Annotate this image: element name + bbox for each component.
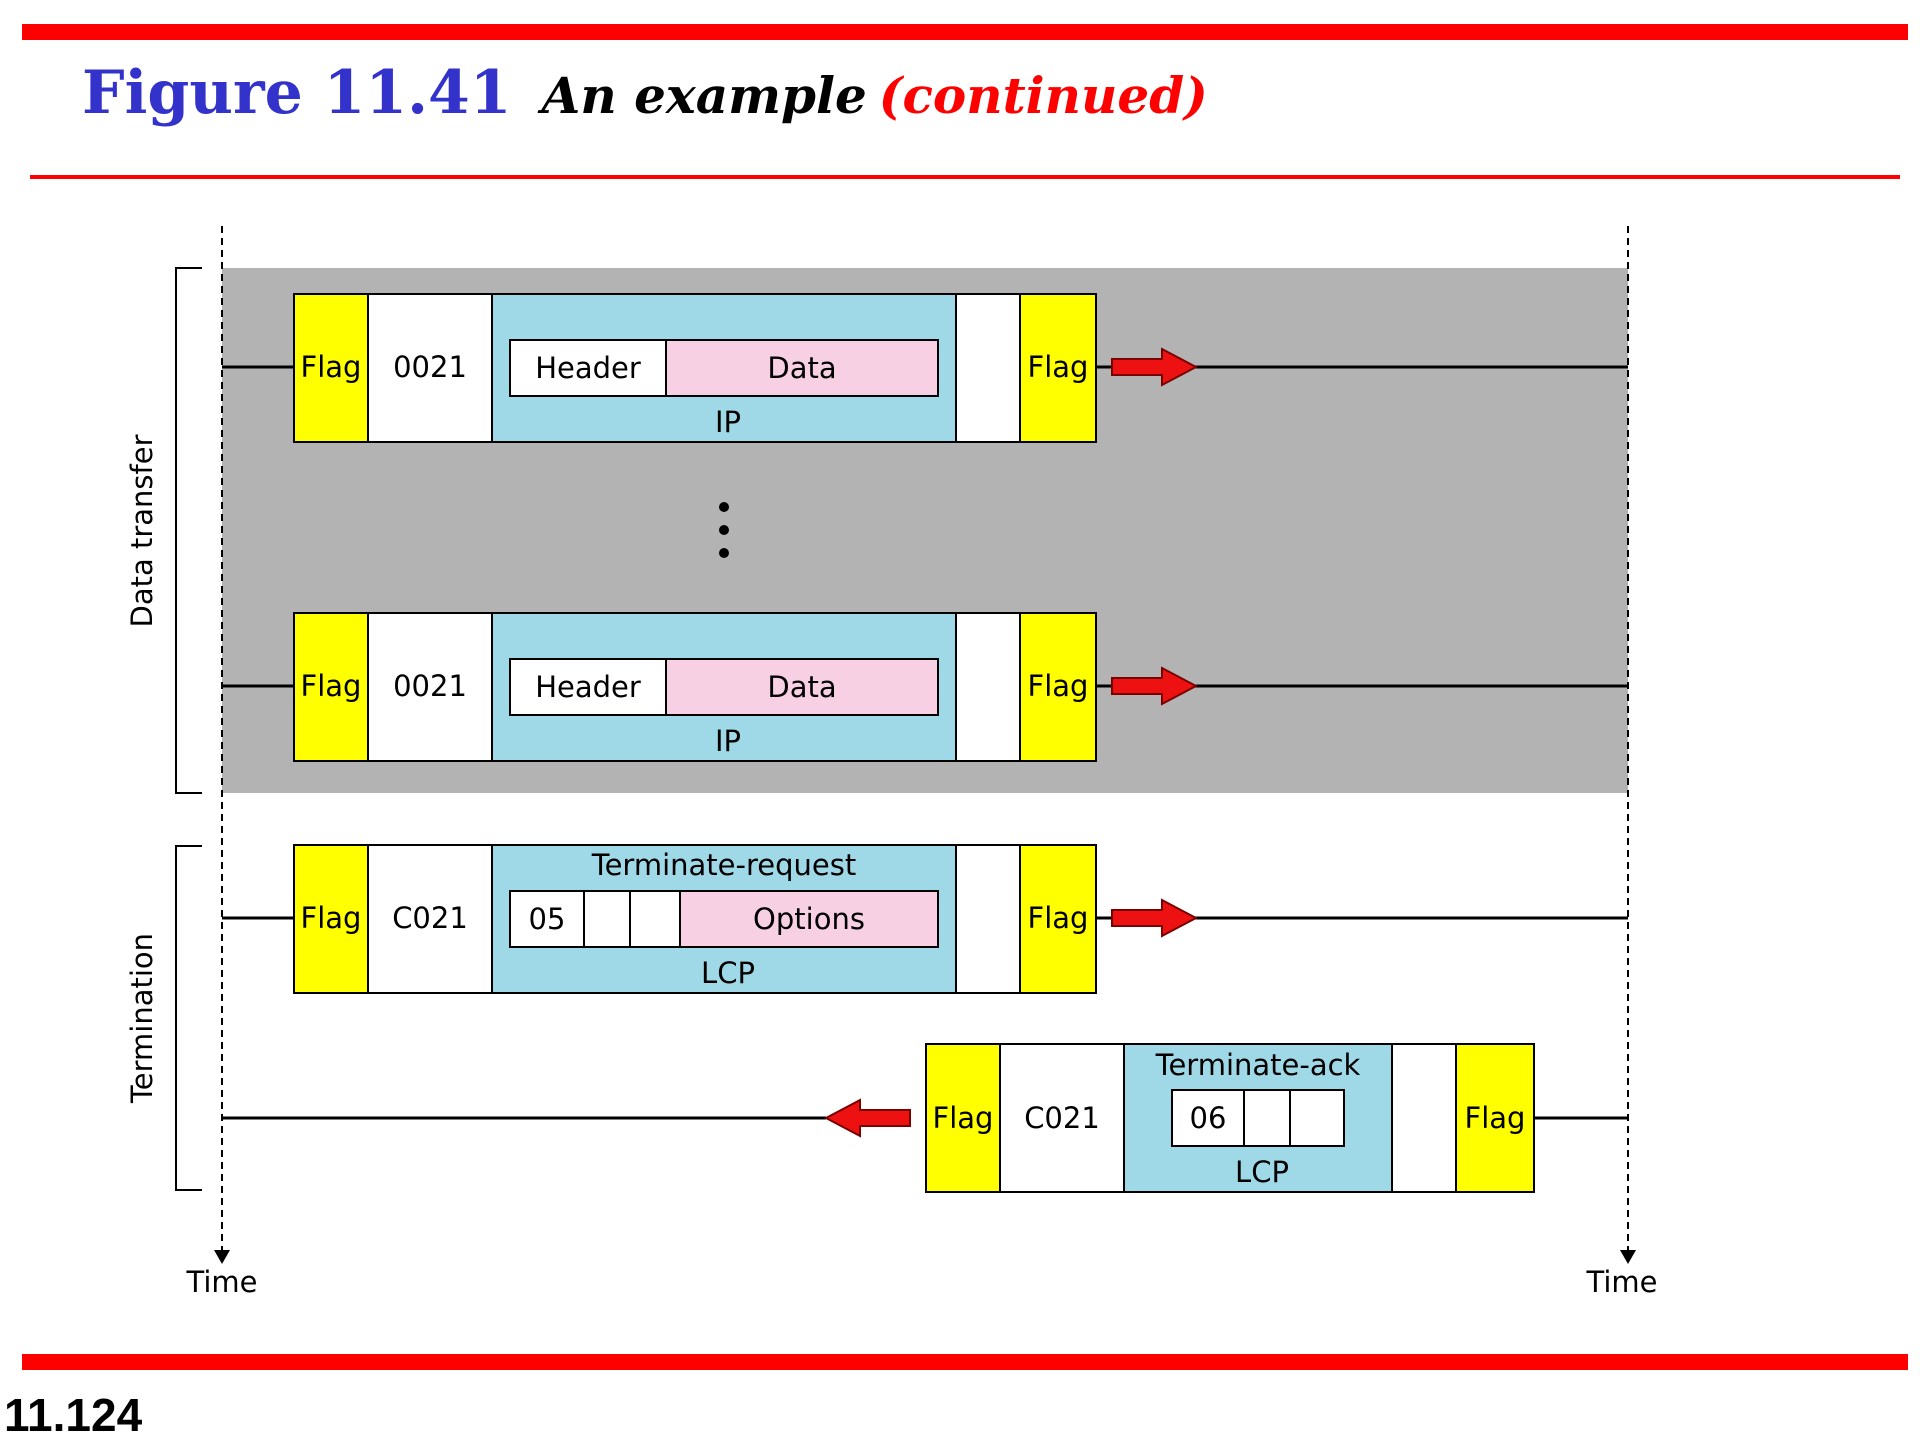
lcp-id-box	[583, 890, 631, 948]
ip-data-box	[665, 658, 939, 716]
lcp-code-box	[509, 890, 585, 948]
protocol-field	[367, 844, 493, 994]
fcs-field	[1391, 1043, 1457, 1193]
lcp-id-box	[1243, 1089, 1291, 1147]
data-transfer-phase-label: Data transfer	[125, 434, 159, 627]
lcp-options-label: Options	[753, 902, 865, 936]
flag-label-right: Flag	[1028, 350, 1089, 384]
lcp-packet-type: Terminate-request	[591, 848, 856, 882]
payload-name: IP	[715, 405, 741, 439]
protocol-field	[367, 612, 493, 762]
protocol-value: C021	[1024, 1101, 1100, 1135]
figure-continued-note: (continued)	[878, 66, 1208, 125]
fcs-field	[955, 612, 1021, 762]
lcp-code-value: 06	[1190, 1101, 1227, 1135]
lcp-length-box	[629, 890, 681, 948]
flag-field-right	[1019, 612, 1097, 762]
flag-label-right: Flag	[1028, 901, 1089, 935]
lcp-terminate-ack-frame: Flag C021 Terminate-ack 06 LCP Flag	[222, 1043, 1628, 1193]
protocol-value: C021	[392, 901, 468, 935]
ip-header-label: Header	[535, 351, 641, 385]
flag-field-left	[293, 612, 369, 762]
figure-caption: An example	[541, 66, 867, 125]
fcs-field	[955, 293, 1021, 443]
left-time-axis	[214, 226, 230, 1264]
flag-field-right	[1019, 844, 1097, 994]
protocol-value: 0021	[393, 669, 467, 703]
fcs-field	[955, 844, 1021, 994]
slide-title: Figure 11.41 An example(continued)	[82, 58, 1208, 128]
bottom-red-rule	[22, 1354, 1908, 1370]
ip-data-label: Data	[767, 670, 836, 704]
protocol-field	[367, 293, 493, 443]
flag-field-left	[925, 1043, 1001, 1193]
payload-name: LCP	[1235, 1155, 1289, 1189]
flag-field-right	[1019, 293, 1097, 443]
flag-label-left: Flag	[301, 901, 362, 935]
ip-frame-2: Flag 0021 Header Data IP Flag	[222, 612, 1628, 762]
top-red-rule	[22, 24, 1908, 40]
lcp-terminate-request-frame: Flag C021 Terminate-request 05 Options L…	[222, 844, 1628, 994]
ip-frame-1: Flag 0021 Header Data IP Flag	[222, 293, 1628, 443]
ip-header-label: Header	[535, 670, 641, 704]
title-underline-rule	[30, 175, 1900, 179]
lcp-options-box	[679, 890, 939, 948]
ip-data-box	[665, 339, 939, 397]
protocol-field	[999, 1043, 1125, 1193]
flag-label-left: Flag	[301, 350, 362, 384]
data-transfer-bracket	[175, 267, 202, 794]
lcp-length-box	[1289, 1089, 1345, 1147]
lcp-code-value: 05	[529, 902, 566, 936]
direction-arrow-right	[1111, 899, 1197, 937]
termination-phase-label: Termination	[125, 933, 159, 1104]
figure-label: Figure 11.41	[82, 58, 512, 128]
flag-label-right: Flag	[1028, 669, 1089, 703]
time-label-right: Time	[1586, 1265, 1658, 1299]
protocol-value: 0021	[393, 350, 467, 384]
direction-arrow-left	[825, 1099, 911, 1137]
ip-header-box	[509, 339, 667, 397]
ip-data-label: Data	[767, 351, 836, 385]
ip-header-box	[509, 658, 667, 716]
payload-name: IP	[715, 724, 741, 758]
payload-name: LCP	[701, 956, 755, 990]
right-time-axis	[1620, 226, 1636, 1264]
flag-field-right	[1455, 1043, 1535, 1193]
flag-label-right: Flag	[1465, 1101, 1526, 1135]
flag-label-left: Flag	[301, 669, 362, 703]
time-label-left: Time	[186, 1265, 258, 1299]
termination-bracket	[175, 845, 202, 1191]
lcp-packet-type: Terminate-ack	[1155, 1048, 1361, 1082]
slide-number: 11.124	[4, 1389, 143, 1441]
flag-label-left: Flag	[933, 1101, 994, 1135]
more-frames-ellipsis	[719, 502, 729, 558]
